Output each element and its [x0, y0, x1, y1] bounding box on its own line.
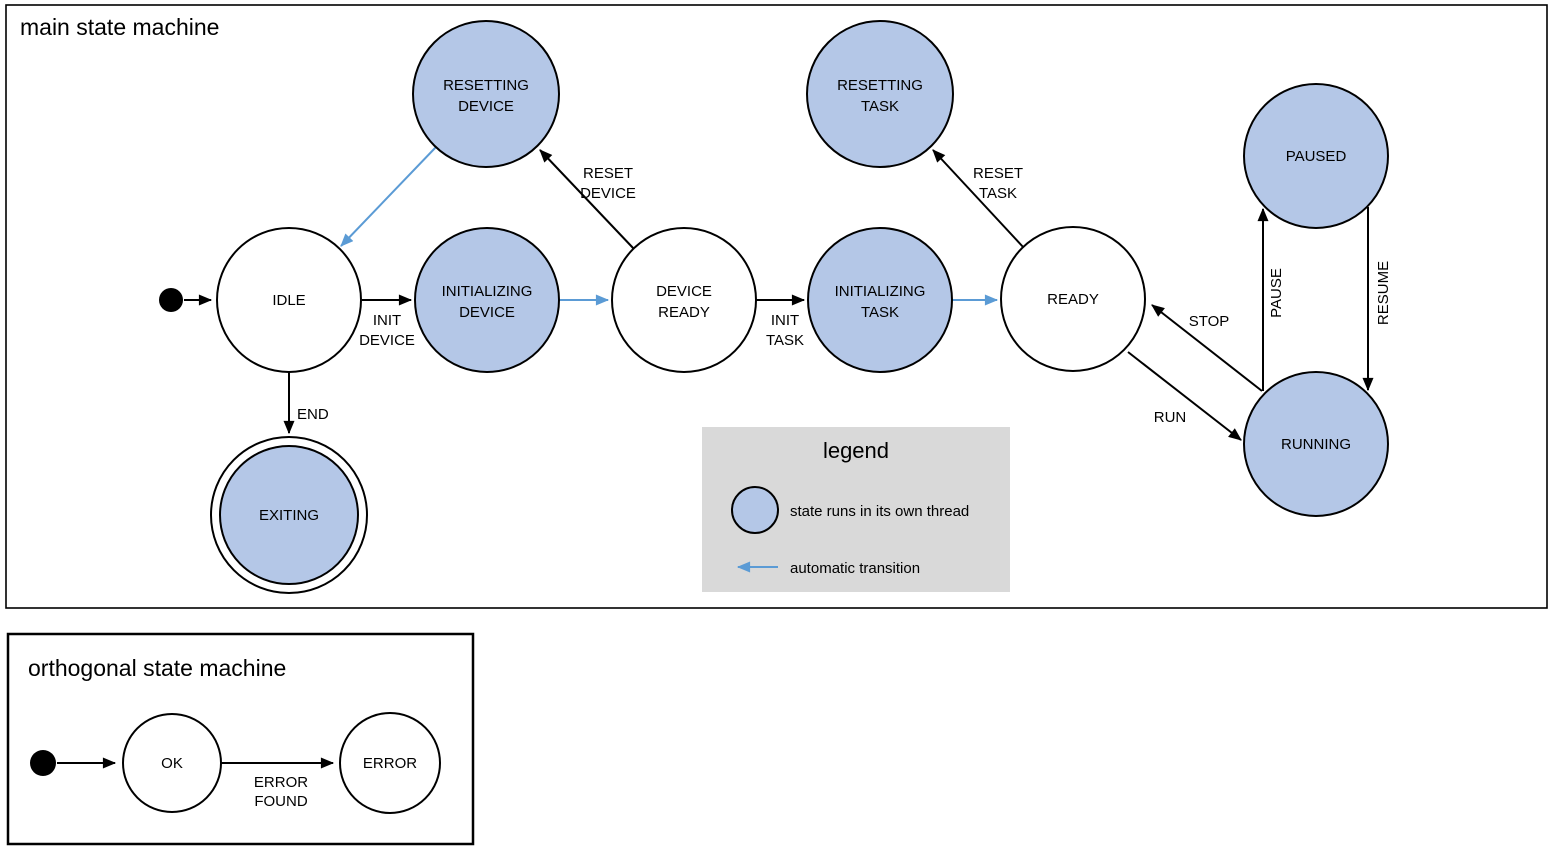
svg-text:RESET: RESET [973, 165, 1023, 182]
transition-label-reset-task: RESET TASK [973, 165, 1023, 202]
transition-running-to-ready-stop [1151, 304, 1263, 392]
main-frame [5, 4, 1548, 609]
svg-text:INIT: INIT [771, 312, 799, 329]
svg-text:INIT: INIT [373, 312, 401, 329]
svg-text:DEVICE: DEVICE [580, 185, 636, 202]
state-initializing-device: INITIALIZING DEVICE [414, 227, 560, 373]
initial-state-dot [159, 288, 183, 312]
svg-text:PAUSED: PAUSED [1286, 148, 1347, 165]
svg-text:FOUND: FOUND [254, 793, 307, 810]
svg-text:RESETTING: RESETTING [837, 77, 923, 94]
svg-text:TASK: TASK [861, 98, 899, 115]
svg-text:DEVICE: DEVICE [656, 283, 712, 300]
transition-auto-resetting-device-to-idle [340, 146, 437, 247]
orthogonal-state-machine: orthogonal state machine ERROR FOUND OK … [6, 632, 475, 846]
state-ready: READY [1000, 226, 1146, 372]
transition-label-pause: PAUSE [1268, 268, 1285, 318]
legend-title: legend [823, 438, 889, 463]
transition-label-error-found: ERROR FOUND [254, 774, 308, 810]
state-idle: IDLE [216, 227, 362, 373]
state-initializing-task: INITIALIZING TASK [807, 227, 953, 373]
state-resetting-task: RESETTING TASK [806, 20, 954, 168]
svg-text:TASK: TASK [979, 185, 1017, 202]
state-ok: OK [122, 713, 222, 813]
state-exiting-final: EXITING [210, 436, 368, 594]
transition-label-reset-device: RESET DEVICE [580, 165, 636, 202]
svg-text:TASK: TASK [861, 304, 899, 321]
transition-label-init-task: INIT TASK [766, 312, 804, 349]
transition-device-ready-to-resetting-device [539, 149, 635, 250]
svg-text:ERROR: ERROR [363, 755, 417, 772]
svg-text:ERROR: ERROR [254, 774, 308, 791]
transition-label-run: RUN [1154, 409, 1187, 426]
legend-threaded-state-icon [731, 486, 779, 534]
orthogonal-initial-state-dot [30, 750, 56, 776]
orthogonal-title: orthogonal state machine [28, 655, 286, 681]
state-device-ready: DEVICE READY [611, 227, 757, 373]
transition-ready-to-resetting-task [932, 149, 1025, 249]
transition-label-stop: STOP [1189, 313, 1230, 330]
svg-text:DEVICE: DEVICE [459, 304, 515, 321]
orthogonal-frame [6, 632, 475, 846]
legend-auto-label: automatic transition [790, 560, 920, 577]
transition-label-resume: RESUME [1375, 261, 1392, 325]
state-error: ERROR [339, 712, 441, 814]
svg-text:RESETTING: RESETTING [443, 77, 529, 94]
svg-text:DEVICE: DEVICE [458, 98, 514, 115]
legend: legend state runs in its own thread auto… [702, 427, 1010, 592]
svg-text:IDLE: IDLE [272, 292, 305, 309]
transition-label-init-device: INIT DEVICE [359, 312, 415, 349]
main-title: main state machine [20, 14, 219, 40]
legend-thread-label: state runs in its own thread [790, 503, 969, 520]
state-paused: PAUSED [1243, 83, 1389, 229]
svg-text:EXITING: EXITING [259, 507, 319, 524]
svg-text:OK: OK [161, 755, 183, 772]
svg-text:RESET: RESET [583, 165, 633, 182]
transition-ready-to-running-run [1127, 351, 1242, 441]
transition-label-end: END [297, 406, 329, 423]
state-running: RUNNING [1243, 371, 1389, 517]
svg-text:TASK: TASK [766, 332, 804, 349]
svg-text:READY: READY [1047, 291, 1099, 308]
svg-text:READY: READY [658, 304, 710, 321]
state-resetting-device: RESETTING DEVICE [412, 20, 560, 168]
main-state-machine: main state machine INIT DEVICE RESET DEV… [5, 4, 1548, 609]
svg-text:RUNNING: RUNNING [1281, 436, 1351, 453]
svg-text:INITIALIZING: INITIALIZING [442, 283, 533, 300]
svg-text:DEVICE: DEVICE [359, 332, 415, 349]
svg-text:INITIALIZING: INITIALIZING [835, 283, 926, 300]
